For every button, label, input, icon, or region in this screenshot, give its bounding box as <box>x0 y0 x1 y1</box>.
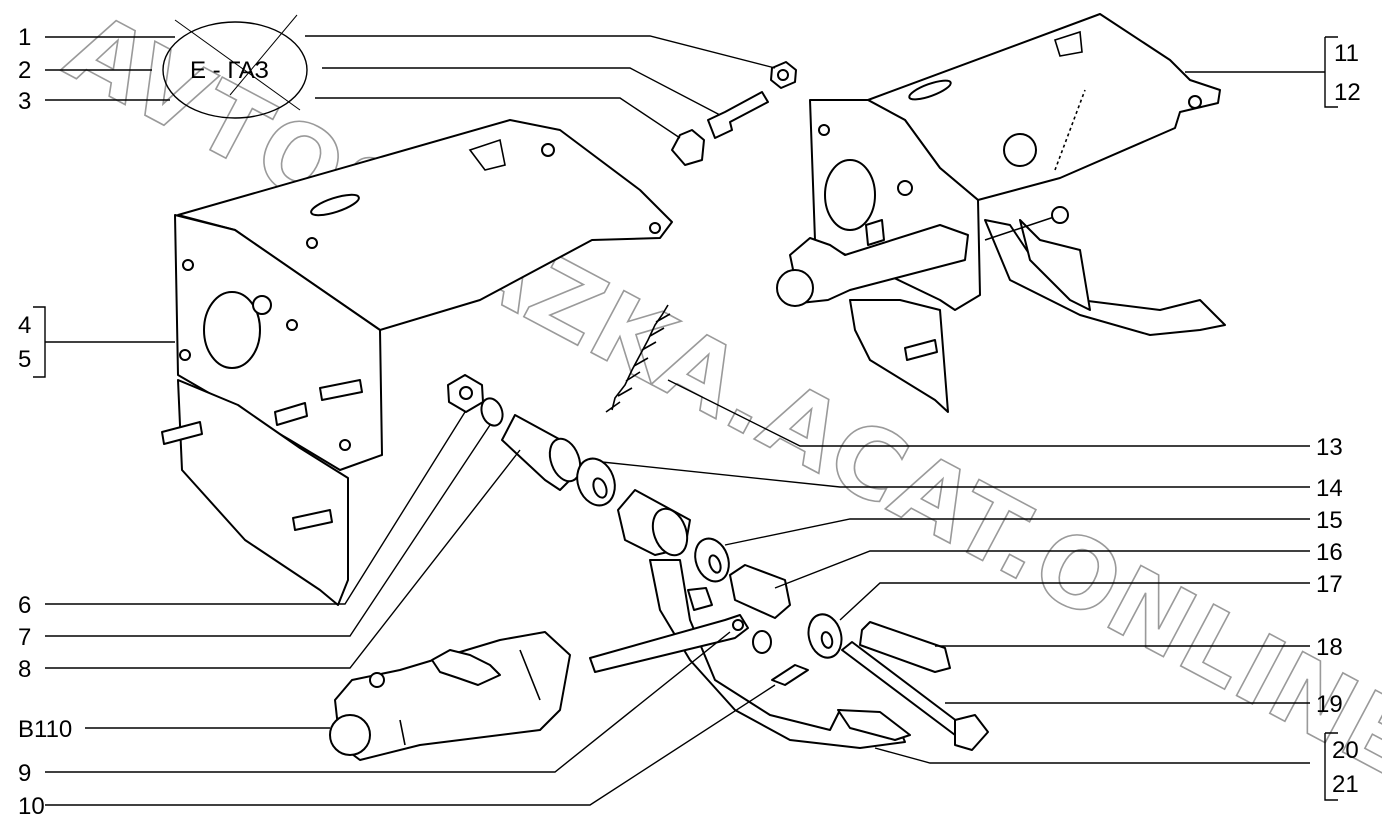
bushing-part-8 <box>501 414 582 491</box>
label-21: 21 <box>1332 771 1359 798</box>
label-4: 4 <box>18 312 31 339</box>
bushing-part-14b <box>617 489 691 557</box>
leader-lines <box>33 35 1338 806</box>
pad-part-18 <box>859 621 951 673</box>
label-6: 6 <box>18 592 31 619</box>
label-1: 1 <box>18 24 31 51</box>
bolt-part-19 <box>841 641 989 751</box>
pedal-assembly-right <box>776 13 1226 413</box>
label-15: 15 <box>1316 507 1343 534</box>
washer-part-15 <box>694 537 730 583</box>
label-b110: B110 <box>18 716 72 743</box>
nut-part-6 <box>447 374 484 413</box>
label-17: 17 <box>1316 571 1343 598</box>
pedal-lever <box>649 559 911 749</box>
master-cylinder-b110 <box>329 631 571 761</box>
label-11: 11 <box>1334 40 1359 67</box>
label-16: 16 <box>1316 539 1343 566</box>
variant-note: Е - ГАЗ <box>190 57 269 84</box>
spring-part-13 <box>605 304 671 413</box>
label-19: 19 <box>1316 691 1343 718</box>
label-20: 20 <box>1332 737 1359 764</box>
sleeve-part-16 <box>729 564 791 619</box>
label-3: 3 <box>18 88 31 115</box>
label-10: 10 <box>18 793 45 820</box>
label-9: 9 <box>18 760 31 787</box>
clip-part-10 <box>771 664 809 686</box>
callout-labels: 1 2 3 4 5 6 7 8 B110 9 10 11 12 13 14 15… <box>18 24 1361 820</box>
washer-part-17 <box>752 613 843 659</box>
label-14: 14 <box>1316 475 1343 502</box>
pedal-bracket-left <box>161 119 673 606</box>
pin-part-9 <box>589 614 749 673</box>
label-8: 8 <box>18 656 31 683</box>
washer-part-14a <box>576 457 616 507</box>
nut-part-1 <box>770 61 797 89</box>
label-13: 13 <box>1316 434 1343 461</box>
label-18: 18 <box>1316 634 1343 661</box>
label-2: 2 <box>18 57 31 84</box>
bolt-part-2 <box>707 91 769 139</box>
label-7: 7 <box>18 624 31 651</box>
cap-part-3 <box>671 129 705 166</box>
label-12: 12 <box>1334 79 1361 106</box>
variant-callout: Е - ГАЗ <box>162 14 308 119</box>
washer-part-7 <box>480 397 504 427</box>
label-5: 5 <box>18 346 31 373</box>
